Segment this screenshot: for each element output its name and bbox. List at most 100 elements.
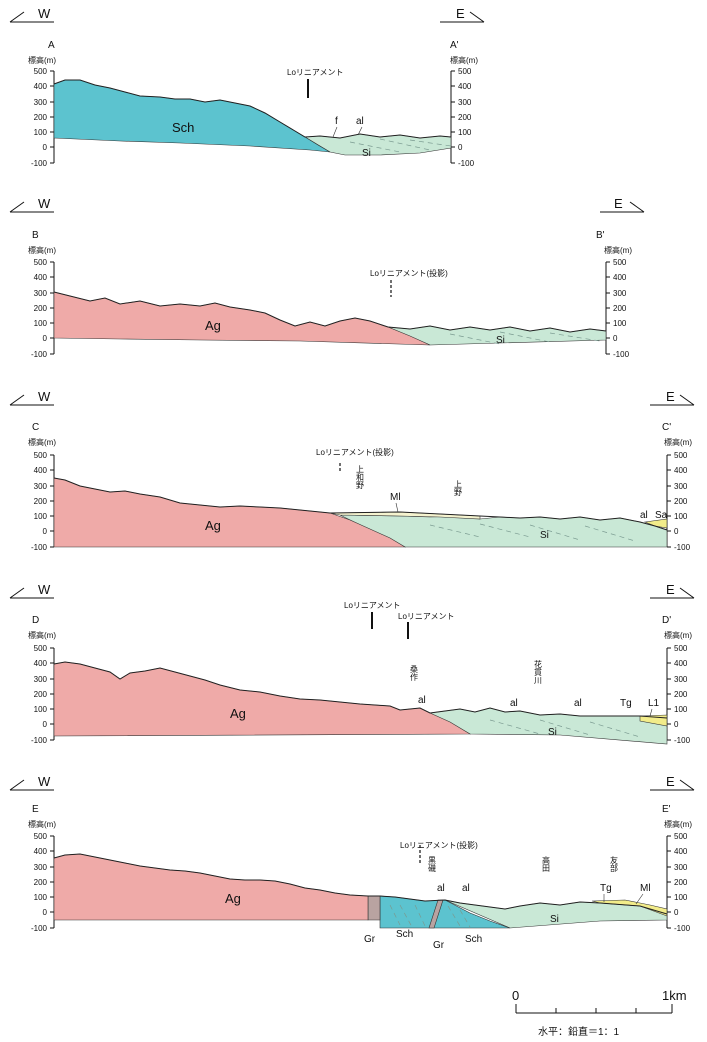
west-arrow: [9, 201, 54, 213]
east-arrow: [440, 11, 485, 23]
svg-text:100: 100: [674, 893, 688, 902]
svg-text:500: 500: [34, 67, 48, 76]
svg-text:100: 100: [34, 893, 48, 902]
east-label: E: [614, 196, 623, 211]
svg-text:400: 400: [34, 466, 48, 475]
svg-text:0: 0: [674, 527, 679, 536]
unit-label-sch-e2: Sch: [465, 934, 482, 945]
svg-text:-100: -100: [31, 924, 48, 933]
elevation-unit-right: 標高(m): [664, 437, 692, 447]
svg-text:200: 200: [674, 690, 688, 699]
svg-text:200: 200: [674, 878, 688, 887]
unit-label-al-d3: al: [574, 698, 582, 709]
scale-end-label: 1km: [662, 988, 687, 1003]
svg-text:500: 500: [34, 644, 48, 653]
svg-text:400: 400: [458, 82, 472, 91]
svg-text:200: 200: [458, 113, 472, 122]
scale-bar: 0 1km 水平：鉛直＝1：1: [512, 988, 687, 1038]
unit-label-al-e1: al: [437, 883, 445, 894]
unit-label-al-a: al: [356, 116, 364, 127]
svg-text:300: 300: [674, 863, 688, 872]
unit-label-tg-d: Tg: [620, 698, 632, 709]
unit-label-f-a: f: [335, 116, 338, 127]
section-e-right-label: E': [662, 804, 671, 815]
svg-text:100: 100: [674, 512, 688, 521]
east-arrow: [650, 394, 695, 406]
lineament-label-d1: Loリニアメント: [344, 601, 401, 610]
unit-label-tg-e: Tg: [600, 883, 612, 894]
svg-text:300: 300: [34, 675, 48, 684]
unit-gr-e1: [367, 895, 381, 921]
svg-text:300: 300: [34, 863, 48, 872]
place-label-ueno: 上野: [454, 480, 463, 496]
section-e-left-label: E: [32, 804, 39, 815]
unit-label-al-d2: al: [510, 698, 518, 709]
unit-ag-d: [53, 661, 472, 737]
left-axis: [50, 835, 55, 929]
svg-text:400: 400: [34, 659, 48, 668]
svg-text:400: 400: [674, 466, 688, 475]
place-label-hananuki: 花貫川: [534, 659, 543, 684]
svg-text:100: 100: [458, 128, 472, 137]
svg-text:-100: -100: [674, 924, 691, 933]
west-label: W: [38, 6, 51, 21]
unit-label-ag-b: Ag: [205, 318, 221, 333]
section-d-right-label: D': [662, 615, 671, 626]
unit-label-ag-e: Ag: [225, 891, 241, 906]
east-label: E: [666, 774, 675, 789]
svg-text:0: 0: [43, 527, 48, 536]
unit-label-si-b: Si: [496, 335, 505, 346]
svg-text:200: 200: [674, 497, 688, 506]
svg-text:300: 300: [34, 289, 48, 298]
svg-text:200: 200: [34, 878, 48, 887]
svg-text:500: 500: [674, 451, 688, 460]
unit-label-ml-c: Ml: [390, 492, 401, 503]
svg-text:100: 100: [613, 319, 627, 328]
svg-text:100: 100: [34, 128, 48, 137]
unit-label-l1-d: L1: [648, 698, 660, 709]
unit-si-d: [429, 707, 668, 745]
unit-label-sch-a: Sch: [172, 120, 194, 135]
unit-label-si-e: Si: [550, 914, 559, 925]
svg-text:400: 400: [34, 82, 48, 91]
right-axis: [666, 835, 671, 929]
scale-caption: 水平：鉛直＝1：1: [538, 1025, 620, 1038]
lineament-label-e: Loリニアメント(投影): [400, 840, 478, 850]
svg-text:500: 500: [458, 67, 472, 76]
unit-label-al-c: al: [640, 510, 648, 521]
svg-text:0: 0: [674, 720, 679, 729]
unit-label-ml-e: Ml: [640, 883, 651, 894]
elevation-unit-left: 標高(m): [28, 55, 56, 65]
unit-label-ag-c: Ag: [205, 518, 221, 533]
svg-text:-100: -100: [613, 350, 630, 359]
elevation-unit-right: 標高(m): [664, 819, 692, 829]
svg-text:500: 500: [674, 832, 688, 841]
section-c-left-label: C: [32, 422, 39, 433]
west-label: W: [38, 389, 51, 404]
elevation-unit-left: 標高(m): [28, 437, 56, 447]
lineament-label-b: Loリニアメント(投影): [370, 268, 448, 278]
place-label-kuroiso: 黒磯: [428, 856, 437, 873]
svg-text:300: 300: [34, 98, 48, 107]
left-axis: [50, 261, 55, 355]
svg-text:200: 200: [34, 304, 48, 313]
elevation-unit-right: 標高(m): [664, 630, 692, 640]
scale-start-label: 0: [512, 988, 519, 1003]
west-arrow: [9, 394, 54, 406]
svg-text:-100: -100: [674, 543, 691, 552]
west-arrow: [9, 11, 54, 23]
east-arrow: [650, 779, 695, 791]
svg-text:-100: -100: [31, 159, 48, 168]
elevation-unit-right: 標高(m): [450, 55, 478, 65]
right-axis: [666, 454, 671, 548]
